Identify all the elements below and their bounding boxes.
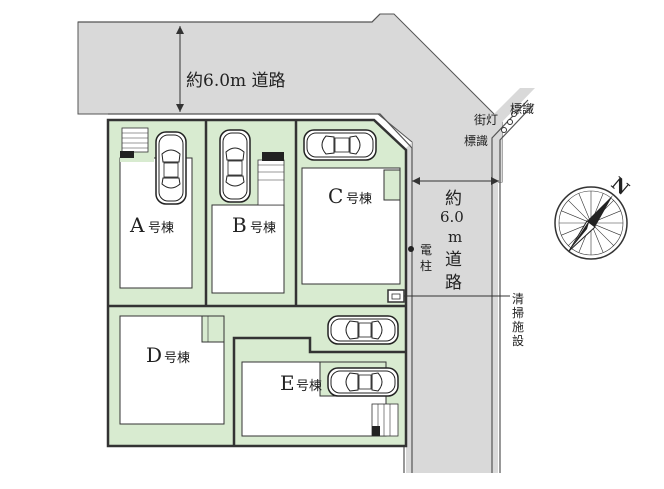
- streetlight-icon: [501, 127, 507, 133]
- east-road-char-3: m: [448, 228, 462, 246]
- car-d: [327, 315, 399, 345]
- north-road-arrow-bottom: [176, 104, 184, 112]
- north-road-arrow-top: [176, 26, 184, 34]
- east-road-char-2: 6.0: [440, 208, 464, 226]
- lot-c-suffix: 号棟: [346, 192, 372, 207]
- lot-a-letter: A: [129, 213, 145, 237]
- meter-box-b: [262, 152, 284, 161]
- meter-box-e: [372, 426, 380, 436]
- cleaning-char-2: 掃: [512, 305, 524, 320]
- sign-icon-1: [511, 111, 517, 117]
- east-road-char-1: 約: [445, 189, 462, 209]
- lot-boundary-de: [232, 336, 406, 446]
- cleaning-char-4: 設: [512, 333, 524, 348]
- pole-char-2: 柱: [420, 258, 432, 273]
- lot-d-suffix: 号棟: [164, 351, 190, 366]
- east-road-arrow-left: [412, 177, 420, 185]
- lot-b-letter: B: [232, 213, 247, 237]
- sign-label-1: 標識: [510, 102, 534, 116]
- car-a: [155, 131, 187, 205]
- stairs-a: [121, 127, 149, 153]
- cleaning-facility-box: [387, 289, 405, 303]
- road-edge-lot-side2: [108, 113, 413, 473]
- cleaning-char-1: 清: [512, 292, 524, 306]
- east-road-char-4: 道: [445, 250, 462, 270]
- building-c-notch: [383, 169, 401, 201]
- road-edge-north: [78, 13, 381, 23]
- lot-e-suffix: 号棟: [296, 379, 322, 394]
- east-road-body: [406, 150, 498, 473]
- car-b: [219, 129, 251, 203]
- lot-d-letter: D: [146, 343, 162, 367]
- car-e: [327, 367, 399, 397]
- car-c: [303, 129, 377, 161]
- building-b: [211, 204, 285, 294]
- sign-icon-2: [507, 119, 513, 125]
- lot-c-letter: C: [328, 184, 343, 208]
- lot-a-suffix: 号棟: [148, 221, 174, 236]
- cleaning-facility-inner: [391, 293, 401, 300]
- building-d-notch: [201, 315, 225, 343]
- east-road-char-5: 路: [445, 273, 462, 293]
- east-road-arrow-right: [491, 177, 499, 185]
- lot-b-suffix: 号棟: [250, 221, 276, 236]
- north-road-label: 約6.0m 道路: [186, 71, 286, 91]
- compass-icon: [554, 186, 628, 260]
- sign-label-2: 標識: [464, 134, 488, 148]
- stairs-b: [257, 159, 285, 206]
- lot-e-letter: E: [280, 371, 295, 395]
- meter-box-a: [120, 151, 134, 158]
- streetlight-label: 街灯: [474, 113, 498, 127]
- pole-char-1: 電: [420, 243, 432, 257]
- cleaning-char-3: 施: [512, 320, 524, 334]
- utility-pole-icon: [408, 246, 414, 252]
- road-edge-east-outer: [499, 103, 535, 473]
